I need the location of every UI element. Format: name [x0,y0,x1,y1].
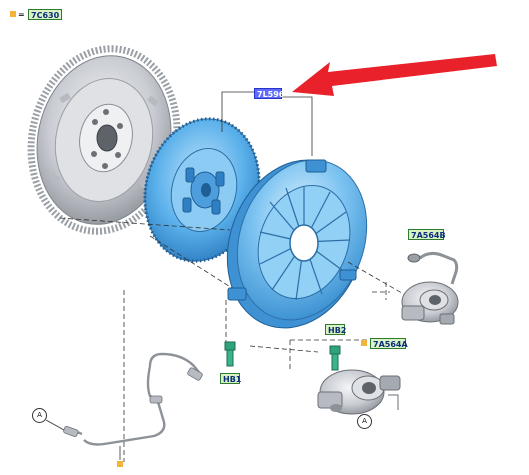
slave-cylinder-b [401,251,459,325]
label-7a564b[interactable]: 7A564B [408,229,446,240]
flywheel-marker [10,11,16,17]
label-hb2[interactable]: HB2 [325,324,346,335]
label-7l596[interactable]: 7L596 [254,88,284,99]
leader-lines [221,91,313,156]
slave-a-marker [361,340,367,346]
clutch-disc [143,117,261,263]
pressure-plate [226,159,368,329]
bolt-hb2 [329,345,341,371]
ref-a-right: A [357,414,372,429]
alignment-lines [59,217,415,462]
flywheel-label-prefix: = [18,10,25,19]
line-end-marker [117,461,123,467]
flywheel [27,45,181,235]
hydraulic-line [71,352,203,446]
label-7a564a[interactable]: 7A564A [370,338,408,349]
highlight-arrow [292,54,497,96]
label-7c630[interactable]: 7C630 [28,9,62,20]
label-hb1[interactable]: HB1 [220,373,241,384]
bolt-hb1 [224,341,236,367]
slave-cylinder-a [317,369,401,415]
ref-a-left: A [32,408,47,423]
